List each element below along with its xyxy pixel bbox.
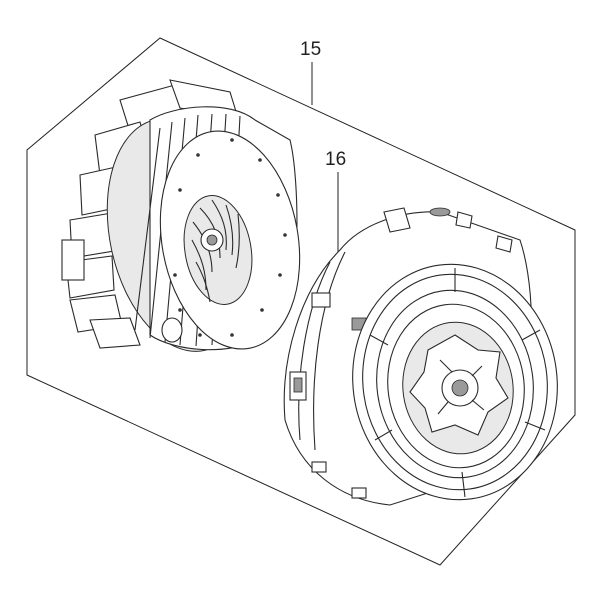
impeller-fan-wheel bbox=[61, 79, 301, 352]
motor-shaft bbox=[451, 379, 469, 397]
housing-body-lines bbox=[298, 251, 346, 451]
assembly-frame bbox=[26, 37, 576, 566]
housing-top-tabs bbox=[383, 207, 513, 253]
impeller-hub-bore bbox=[206, 234, 218, 246]
motor-housing bbox=[283, 207, 558, 506]
housing-front-rim-3 bbox=[376, 289, 534, 479]
housing-side-connectors bbox=[289, 292, 367, 499]
impeller-boss bbox=[161, 317, 183, 343]
impeller-rivets bbox=[173, 138, 287, 337]
motor-cap-details bbox=[437, 359, 485, 415]
housing-ring-ribs bbox=[369, 268, 546, 498]
callout-16-label: 16 bbox=[325, 149, 346, 170]
impeller-inlet-eye bbox=[183, 195, 253, 305]
callout-15-label: 15 bbox=[300, 39, 321, 60]
housing-front-rim-4 bbox=[387, 303, 525, 469]
housing-front-rim-2 bbox=[362, 273, 548, 491]
